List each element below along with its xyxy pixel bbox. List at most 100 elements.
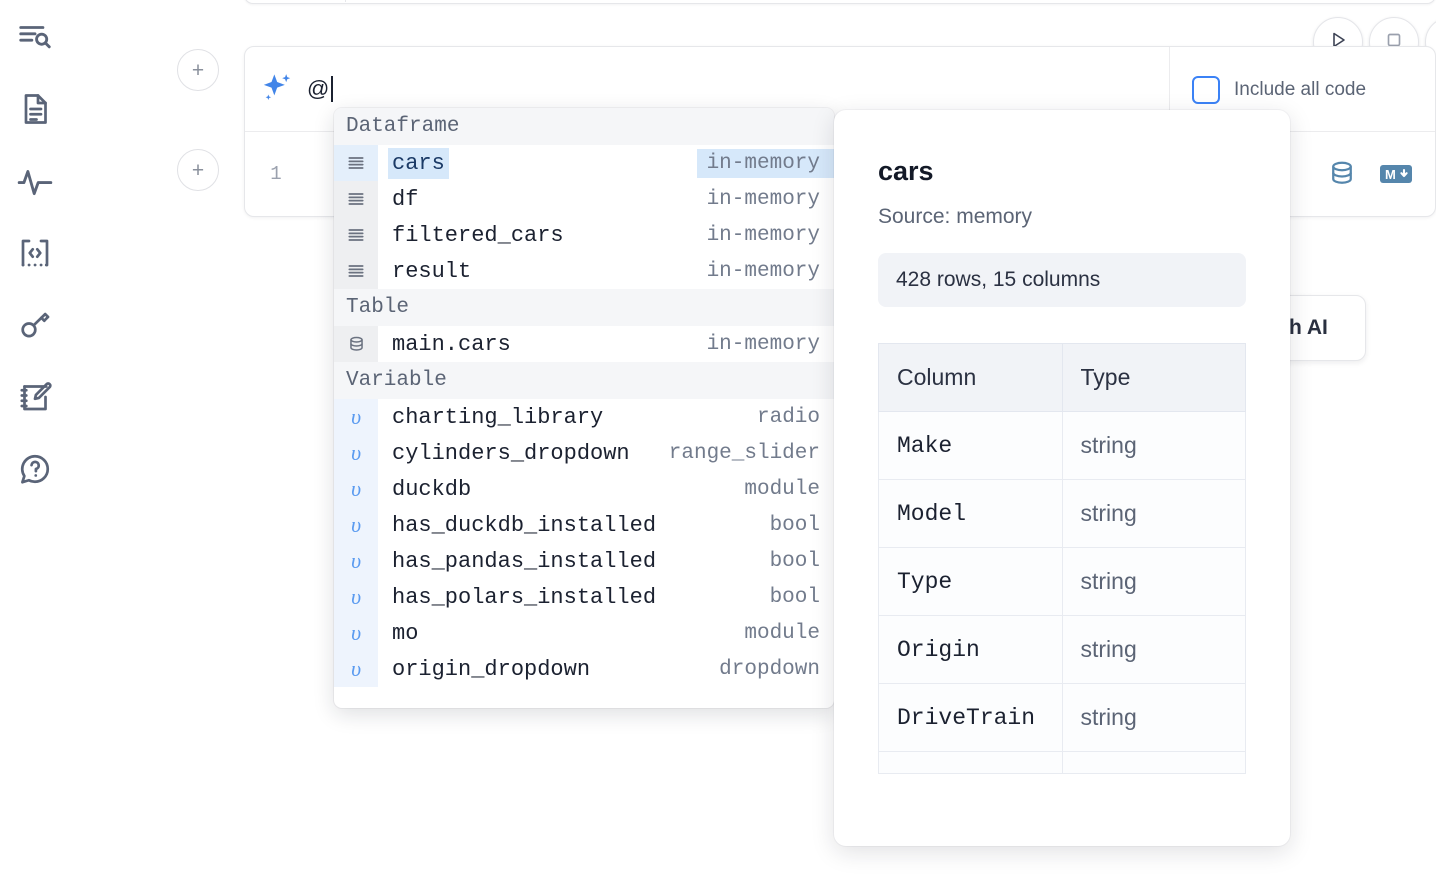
autocomplete-item[interactable]: υ duckdb module	[334, 471, 834, 507]
autocomplete-group-header: Dataframe	[334, 108, 834, 145]
variable-icon: υ	[334, 651, 378, 687]
snippet-icon	[17, 235, 53, 271]
autocomplete-item-name: df	[392, 186, 419, 212]
autocomplete-item-body: has_pandas_installed bool	[378, 543, 834, 579]
autocomplete-item-type: in-memory	[696, 148, 834, 178]
ai-prompt-value: @	[307, 76, 330, 101]
autocomplete-item-type: bool	[769, 549, 820, 573]
column-name-cell: Model	[878, 479, 1063, 548]
completion-preview-card: cars Source: memory 428 rows, 15 columns…	[834, 110, 1290, 846]
generate-with-ai-label: h AI	[1289, 316, 1328, 339]
column-type-cell: string	[1061, 683, 1246, 752]
sidebar-item-activity[interactable]	[12, 158, 58, 204]
autocomplete-item-type: dropdown	[719, 657, 820, 681]
column-type-cell: string	[1061, 615, 1246, 684]
autocomplete-group-header: Variable	[334, 362, 834, 399]
autocomplete-item-type: in-memory	[706, 187, 820, 211]
variable-glyph: υ	[350, 440, 362, 465]
dataframe-icon	[334, 181, 378, 217]
text-caret	[330, 76, 333, 102]
add-cell-below-button[interactable]: +	[177, 149, 219, 191]
autocomplete-item[interactable]: υ cylinders_dropdown range_slider	[334, 435, 834, 471]
database-icon[interactable]	[1327, 159, 1357, 189]
column-name-cell: DriveTrain	[878, 683, 1063, 752]
autocomplete-item-name: cylinders_dropdown	[392, 440, 630, 466]
autocomplete-item-name: has_duckdb_installed	[392, 512, 657, 538]
column-name-cell: Origin	[878, 615, 1063, 684]
autocomplete-item[interactable]: result in-memory	[334, 253, 834, 289]
markdown-icon[interactable]: M	[1379, 162, 1413, 186]
table-row-clipped	[878, 751, 1246, 774]
autocomplete-item-body: result in-memory	[378, 253, 834, 289]
variable-glyph: υ	[350, 476, 362, 501]
autocomplete-item-type: module	[744, 477, 820, 501]
variable-glyph: υ	[350, 620, 362, 645]
preview-title: cars	[878, 156, 934, 186]
column-name-cell: Make	[878, 411, 1063, 480]
autocomplete-item[interactable]: df in-memory	[334, 181, 834, 217]
autocomplete-group-header: Table	[334, 289, 834, 326]
plus-icon: +	[191, 158, 205, 182]
table-column-header: Column	[878, 343, 1063, 412]
table-icon	[334, 326, 378, 362]
column-type-cell: string	[1061, 547, 1246, 616]
variable-icon: υ	[334, 435, 378, 471]
help-icon	[17, 451, 53, 487]
sparkle-icon	[245, 69, 307, 109]
column-name-cell: Type	[878, 547, 1063, 616]
sidebar-item-explore[interactable]	[12, 14, 58, 60]
activity-icon	[16, 162, 54, 200]
autocomplete-item-name: mo	[392, 620, 419, 646]
explore-icon	[16, 18, 54, 56]
autocomplete-item[interactable]: υ charting_library radio	[334, 399, 834, 435]
sidebar-item-help[interactable]	[12, 446, 58, 492]
column-type-cell: string	[1061, 479, 1246, 548]
generate-with-ai-button[interactable]: h AI	[1280, 295, 1366, 361]
variable-glyph: υ	[350, 656, 362, 681]
autocomplete-item-name: duckdb	[392, 476, 472, 502]
sidebar-item-scratchpad[interactable]	[12, 374, 58, 420]
include-all-code-row: Include all code	[1169, 47, 1435, 132]
autocomplete-item-name: result	[392, 258, 472, 284]
autocomplete-item-name: main.cars	[392, 331, 511, 357]
include-all-code-checkbox[interactable]	[1192, 75, 1220, 104]
variable-glyph: υ	[350, 512, 362, 537]
code-editor-row: 1 M	[245, 132, 1435, 216]
secrets-icon	[17, 307, 53, 343]
autocomplete-item-name: has_pandas_installed	[392, 548, 657, 574]
autocomplete-item-type: in-memory	[706, 223, 820, 247]
autocomplete-item-type: range_slider	[668, 441, 820, 465]
sidebar-item-notebook[interactable]	[12, 86, 58, 132]
include-all-code-label: Include all code	[1234, 78, 1367, 100]
add-cell-above-button[interactable]: +	[177, 49, 219, 91]
dataframe-icon	[334, 217, 378, 253]
sidebar-item-snippets[interactable]	[12, 230, 58, 276]
autocomplete-item-type: radio	[756, 405, 820, 429]
autocomplete-item-type: in-memory	[706, 259, 820, 283]
autocomplete-item-name: charting_library	[392, 404, 604, 430]
autocomplete-item-body: cylinders_dropdown range_slider	[378, 435, 834, 471]
variable-icon: υ	[334, 399, 378, 435]
scratchpad-icon	[17, 379, 53, 415]
sidebar-item-secrets[interactable]	[12, 302, 58, 348]
ai-prompt-input[interactable]: @	[307, 47, 1435, 131]
left-sidebar	[0, 0, 70, 874]
variable-icon: υ	[334, 579, 378, 615]
